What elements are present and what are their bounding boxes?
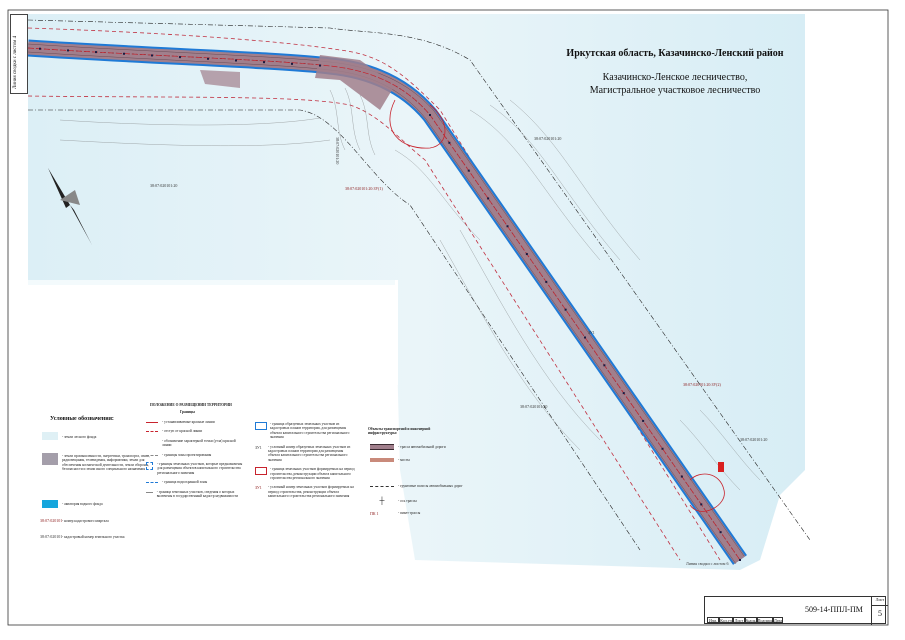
legend-left-item: - кадастровый номер земельного участка xyxy=(62,535,125,539)
title-block-cols: Изм. Кол.уч Лист №док. Подпись Дата xyxy=(707,617,783,623)
picket-mark xyxy=(564,308,567,311)
col-izm: Изм. xyxy=(707,617,719,623)
legend-middle-col2: - граница образуемых земельных участков … xyxy=(255,422,355,499)
cadastre-plot3: 38:07:020101:20 xyxy=(740,437,768,442)
sheet-label: Лист xyxy=(871,597,888,606)
legend-middle-item: - граница водоохранной зоны xyxy=(162,480,208,485)
picket-mark xyxy=(603,364,606,367)
legend-left-item: - акватория водного фонда xyxy=(62,502,103,506)
swatch-industry xyxy=(42,453,58,465)
legend-left-item: - земли промышленности, энергетики, тран… xyxy=(62,454,150,472)
picket-mark xyxy=(67,49,69,52)
legend-middle-item: - устанавливаемые красные линии xyxy=(162,420,215,424)
legend-middle-list: - устанавливаемые красные линии - отступ… xyxy=(146,420,246,498)
picket-mark xyxy=(680,475,683,478)
legend-middle-item: - обозначение характерной точки (угла) к… xyxy=(161,438,236,448)
zone-label: ЗУ1 xyxy=(588,330,595,335)
picket-mark xyxy=(700,503,703,506)
picket-mark xyxy=(642,419,645,422)
map-title: Иркутская область, Казачинско-Ленский ра… xyxy=(510,48,840,97)
picket-mark xyxy=(429,114,431,116)
match-line: Линия сводки с листом 6 xyxy=(686,561,729,566)
cadastre-plot1: 38:07:020101:20:ЗУ(1) xyxy=(345,186,383,191)
picket-mark xyxy=(506,225,509,228)
legend-left-title: Условные обозначения: xyxy=(50,416,114,422)
legend-col2-item: - граница земельных участков формируемых… xyxy=(270,467,355,481)
legend-col2-item: - граница образуемых земельных участков … xyxy=(270,422,350,440)
picket-mark xyxy=(622,392,625,395)
legend-col2-item: - условный номер образуемых земельных уч… xyxy=(268,444,351,462)
sheet-number: 5 xyxy=(871,605,888,625)
legend-right-item: - мосты xyxy=(398,458,410,462)
picket-mark xyxy=(207,57,209,60)
picket-mark xyxy=(179,56,181,59)
title-line3: Магистральное участковое лесничество xyxy=(589,85,761,96)
zu-code: ЗУ1 xyxy=(255,444,262,450)
north-arrow xyxy=(48,168,92,245)
cadastre-east: 38:07:020101:20 xyxy=(534,136,562,141)
legend-left-item: - номер кадастрового квартала xyxy=(62,519,109,523)
legend-middle-item: - отступ от красной линии xyxy=(162,429,203,434)
legend-right-item: - грунтовые полосы автомобильных дорог xyxy=(398,484,463,489)
picket-code: ПК 1 xyxy=(370,510,379,516)
legend-middle-subtitle: Границы xyxy=(180,410,195,414)
legend-right-item: - ось трассы xyxy=(398,498,417,503)
swatch-forest xyxy=(42,432,58,440)
legend-right-item: - трасса автомобильной дороги xyxy=(398,444,446,449)
cadastre-west: 38:07:020101:20 xyxy=(150,183,178,188)
picket-mark xyxy=(319,64,321,67)
legend-middle-item: - границы земельных участков, которые пр… xyxy=(157,462,243,475)
picket-mark xyxy=(487,197,490,200)
picket-mark xyxy=(467,169,470,172)
side-strip: Линия сводки с листом 4 xyxy=(10,14,28,94)
legend-middle-item: - граница земельных участков, сведения о… xyxy=(156,489,239,499)
col-list: Лист xyxy=(733,617,745,623)
title-line2: Казачинско-Ленское лесничество, xyxy=(602,72,748,83)
col-kol: Кол.уч xyxy=(719,617,733,623)
title-block: Изм. Кол.уч Лист №док. Подпись Дата 509-… xyxy=(704,596,888,625)
picket-mark xyxy=(95,51,97,54)
picket-mark xyxy=(719,531,722,534)
picket-mark xyxy=(39,47,41,50)
picket-mark xyxy=(123,52,125,55)
plot-code: 38:07:020101 xyxy=(40,534,63,539)
col-date: Дата xyxy=(773,617,783,623)
picket-mark xyxy=(545,280,548,283)
picket-mark xyxy=(151,54,153,57)
legend-right-item: - пикет трассы xyxy=(398,511,421,516)
legend-right-list: - трасса автомобильной дороги - мосты - … xyxy=(370,444,463,516)
picket-mark xyxy=(739,559,741,561)
title-region: Иркутская область, Казачинско-Ленский ра… xyxy=(566,48,784,59)
legend-left: Условные обозначения: xyxy=(50,416,145,422)
legend-left-item: - земли лесного фонда xyxy=(62,435,97,439)
legend-middle-title: ПОЛОЖЕНИЕ О РАЗМЕЩЕНИИ ТЕРРИТОРИИ xyxy=(150,403,232,407)
picket-mark xyxy=(448,141,451,144)
cadastre-plot2: 38:07:020101:20:ЗУ(2) xyxy=(683,382,721,387)
col-doc: №док. xyxy=(745,617,757,623)
side-strip-label: Линия сводки с листом 4 xyxy=(13,35,18,89)
picket-mark xyxy=(525,253,528,256)
col-sign: Подпись xyxy=(757,617,773,623)
zu-code-red: ЗУ1 xyxy=(255,485,262,491)
forest-land-area xyxy=(28,14,805,570)
picket-mark xyxy=(584,336,586,339)
legend-middle-item: - границы зоны проектирования xyxy=(162,452,212,457)
legend-col2-item: - условный номер земельных участков форм… xyxy=(268,485,354,499)
picket-mark xyxy=(235,59,237,62)
cadastre-lower: 38:07:020101:20 xyxy=(520,404,548,409)
cadastre-upper: 38:07:020101:20 xyxy=(335,137,340,165)
picket-mark xyxy=(291,62,293,65)
picket-mark xyxy=(263,61,265,64)
quarter-code: 38:07:020101 xyxy=(40,518,63,523)
document-code: 509-14-ППЛ-ПМ xyxy=(805,605,863,614)
legend-right-title: Объекты транспортной и инженерной инфрас… xyxy=(368,427,431,436)
swatch-water xyxy=(42,500,58,508)
picket-mark xyxy=(661,447,664,450)
